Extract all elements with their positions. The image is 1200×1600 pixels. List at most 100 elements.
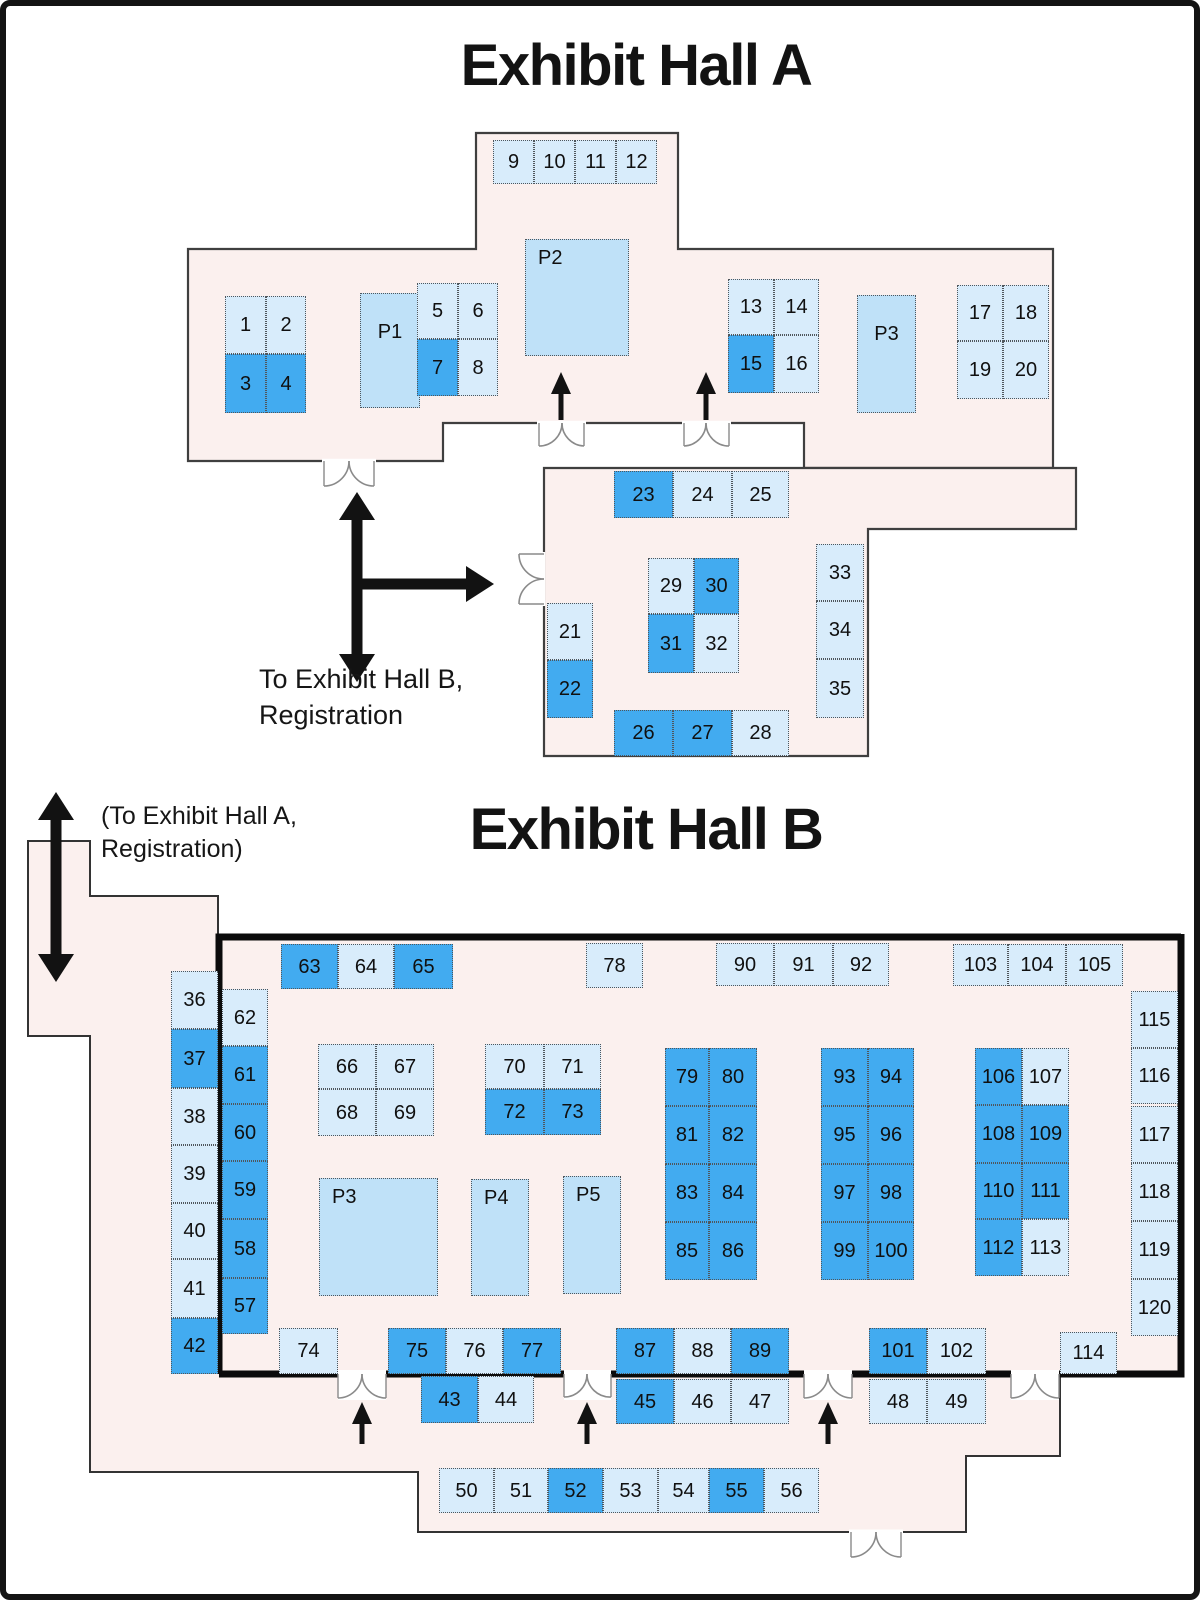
booth-14[interactable]: 14: [774, 279, 819, 335]
booth-110[interactable]: 110: [975, 1163, 1022, 1219]
booth-119[interactable]: 119: [1131, 1221, 1178, 1279]
booth-106[interactable]: 106: [975, 1048, 1022, 1105]
booth-94[interactable]: 94: [868, 1048, 914, 1106]
booth-67[interactable]: 67: [376, 1044, 434, 1089]
booth-76[interactable]: 76: [446, 1328, 503, 1374]
booth-6[interactable]: 6: [458, 283, 498, 339]
booth-107[interactable]: 107: [1022, 1048, 1069, 1105]
booth-71[interactable]: 71: [544, 1044, 601, 1089]
booth-102[interactable]: 102: [927, 1328, 986, 1374]
booth-53[interactable]: 53: [603, 1468, 658, 1513]
booth-68[interactable]: 68: [318, 1089, 376, 1136]
booth-19[interactable]: 19: [957, 341, 1003, 399]
booth-46[interactable]: 46: [674, 1379, 731, 1424]
booth-97[interactable]: 97: [821, 1164, 868, 1222]
booth-44[interactable]: 44: [478, 1376, 534, 1423]
booth-49[interactable]: 49: [927, 1379, 986, 1424]
booth-79[interactable]: 79: [665, 1048, 709, 1106]
booth-38[interactable]: 38: [171, 1088, 218, 1145]
booth-101[interactable]: 101: [869, 1328, 927, 1374]
booth-26[interactable]: 26: [614, 710, 673, 756]
booth-81[interactable]: 81: [665, 1106, 709, 1164]
booth-86[interactable]: 86: [709, 1222, 757, 1280]
booth-41[interactable]: 41: [171, 1259, 218, 1318]
booth-32[interactable]: 32: [694, 614, 739, 673]
booth-47[interactable]: 47: [731, 1379, 789, 1424]
booth-99[interactable]: 99: [821, 1222, 868, 1280]
booth-25[interactable]: 25: [732, 471, 789, 518]
booth-37[interactable]: 37: [171, 1029, 218, 1088]
booth-87[interactable]: 87: [616, 1328, 674, 1374]
booth-61[interactable]: 61: [222, 1046, 268, 1104]
booth-17[interactable]: 17: [957, 285, 1003, 341]
booth-22[interactable]: 22: [547, 660, 593, 718]
booth-12[interactable]: 12: [616, 140, 657, 184]
booth-33[interactable]: 33: [816, 544, 864, 601]
booth-95[interactable]: 95: [821, 1106, 868, 1164]
booth-16[interactable]: 16: [774, 335, 819, 393]
booth-92[interactable]: 92: [833, 943, 889, 986]
booth-11[interactable]: 11: [575, 140, 616, 184]
booth-20[interactable]: 20: [1003, 341, 1049, 399]
booth-72[interactable]: 72: [485, 1089, 544, 1135]
booth-75[interactable]: 75: [388, 1328, 446, 1374]
booth-15[interactable]: 15: [728, 335, 774, 393]
booth-105[interactable]: 105: [1066, 944, 1123, 986]
booth-88[interactable]: 88: [674, 1328, 731, 1374]
booth-58[interactable]: 58: [222, 1219, 268, 1278]
booth-74[interactable]: 74: [279, 1328, 338, 1374]
booth-64[interactable]: 64: [338, 944, 394, 989]
booth-103[interactable]: 103: [953, 944, 1008, 986]
booth-2[interactable]: 2: [266, 296, 306, 354]
booth-100[interactable]: 100: [868, 1222, 914, 1280]
booth-21[interactable]: 21: [547, 603, 593, 660]
booth-120[interactable]: 120: [1131, 1279, 1178, 1336]
booth-65[interactable]: 65: [394, 944, 453, 989]
booth-109[interactable]: 109: [1022, 1105, 1069, 1163]
booth-104[interactable]: 104: [1008, 944, 1066, 986]
booth-45[interactable]: 45: [616, 1379, 674, 1424]
booth-91[interactable]: 91: [774, 943, 833, 986]
booth-112[interactable]: 112: [975, 1219, 1022, 1276]
booth-59[interactable]: 59: [222, 1161, 268, 1219]
booth-50[interactable]: 50: [439, 1468, 494, 1513]
booth-70[interactable]: 70: [485, 1044, 544, 1089]
booth-24[interactable]: 24: [673, 471, 732, 518]
booth-30[interactable]: 30: [694, 558, 739, 614]
booth-69[interactable]: 69: [376, 1089, 434, 1136]
booth-113[interactable]: 113: [1022, 1219, 1069, 1276]
booth-54[interactable]: 54: [658, 1468, 709, 1513]
booth-89[interactable]: 89: [731, 1328, 789, 1374]
booth-5[interactable]: 5: [417, 283, 458, 339]
booth-73[interactable]: 73: [544, 1089, 601, 1135]
booth-83[interactable]: 83: [665, 1164, 709, 1222]
booth-63[interactable]: 63: [281, 944, 338, 989]
booth-66[interactable]: 66: [318, 1044, 376, 1089]
booth-115[interactable]: 115: [1131, 991, 1178, 1048]
booth-62[interactable]: 62: [222, 989, 268, 1046]
booth-117[interactable]: 117: [1131, 1106, 1178, 1163]
booth-P1[interactable]: P1: [360, 293, 420, 408]
booth-96[interactable]: 96: [868, 1106, 914, 1164]
booth-40[interactable]: 40: [171, 1203, 218, 1259]
booth-28[interactable]: 28: [732, 710, 789, 756]
booth-P5[interactable]: P5: [563, 1176, 621, 1294]
booth-P3[interactable]: P3: [319, 1178, 438, 1296]
booth-13[interactable]: 13: [728, 279, 774, 335]
booth-55[interactable]: 55: [709, 1468, 764, 1513]
booth-36[interactable]: 36: [171, 971, 218, 1029]
booth-23[interactable]: 23: [614, 471, 673, 518]
booth-18[interactable]: 18: [1003, 285, 1049, 341]
booth-116[interactable]: 116: [1131, 1048, 1178, 1104]
booth-111[interactable]: 111: [1022, 1163, 1069, 1219]
booth-35[interactable]: 35: [816, 659, 864, 718]
booth-31[interactable]: 31: [648, 614, 694, 673]
booth-3[interactable]: 3: [225, 354, 266, 413]
booth-90[interactable]: 90: [716, 943, 774, 986]
booth-78[interactable]: 78: [586, 943, 643, 988]
booth-29[interactable]: 29: [648, 558, 694, 614]
booth-85[interactable]: 85: [665, 1222, 709, 1280]
booth-42[interactable]: 42: [171, 1318, 218, 1374]
booth-118[interactable]: 118: [1131, 1163, 1178, 1221]
booth-39[interactable]: 39: [171, 1145, 218, 1203]
